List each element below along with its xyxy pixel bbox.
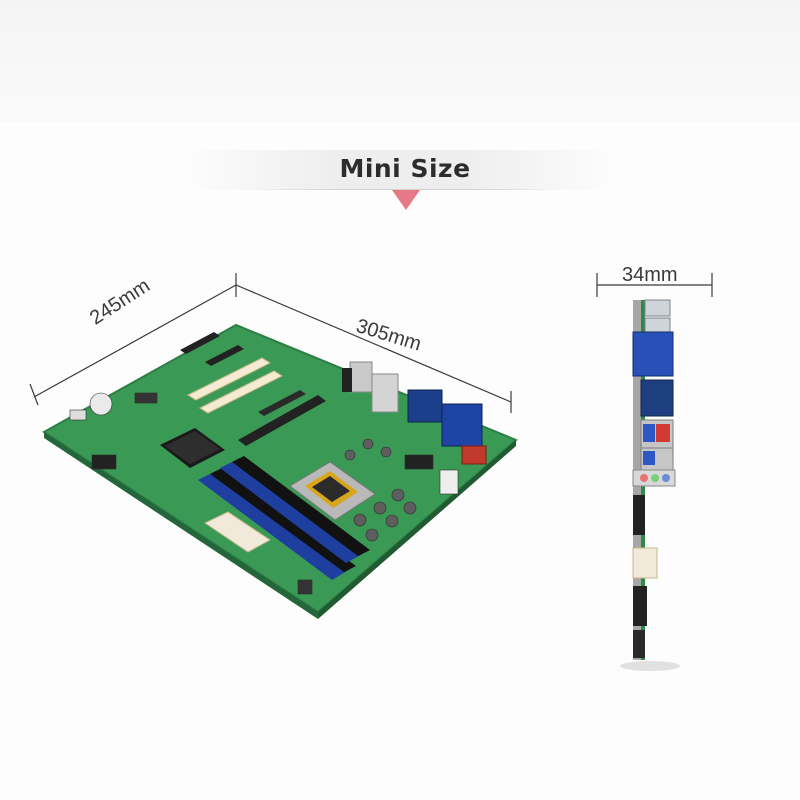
dimension-tick-245-left [29,383,39,406]
side-vga-port [632,331,674,377]
pcb-edge-left [44,432,318,619]
cpu-socket [289,461,376,521]
title-pointer-triangle [392,190,420,210]
title-strip [180,150,620,190]
chipset-heatsink [160,428,225,468]
pcb-edge [318,440,516,619]
motherboard [42,323,518,619]
rear-io-ports [342,361,487,465]
dimension-lines [29,273,713,413]
board-components [69,392,459,595]
pci-slots [180,332,326,446]
atx-power-connector [203,511,271,553]
dimension-line-305 [235,284,512,403]
dimension-line-245 [33,284,237,398]
pcie-slot [238,395,326,446]
dimension-label-height: 34mm [622,264,678,286]
title-underline [250,189,560,190]
side-profile-view [620,299,680,671]
side-shadow [620,661,680,671]
side-serial-port [640,379,674,417]
page-title: Mini Size [339,154,471,183]
dimm-slots [198,456,370,580]
top-background-band [0,0,800,122]
